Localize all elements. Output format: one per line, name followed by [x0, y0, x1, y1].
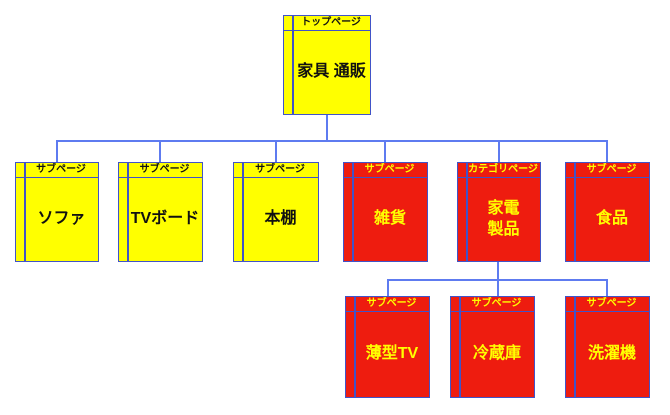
page-title-label: 洗濯機	[587, 345, 636, 363]
connector-line-stub	[498, 141, 500, 162]
node-sub-tv-board: サブページ TVボード	[118, 162, 203, 262]
page-spine-line	[574, 297, 576, 397]
page-type-tab: サブページ	[119, 163, 202, 178]
connector-line-stub	[56, 141, 58, 162]
connector-line-level2-bus	[56, 140, 608, 142]
page-type-tab: サブページ	[566, 297, 649, 312]
page-title-label: ソファ	[37, 210, 86, 228]
connector-line-stub	[159, 141, 161, 162]
node-sub-sofa: サブページ ソファ	[15, 162, 99, 262]
connector-line-stub	[606, 141, 608, 162]
node-sub-refrigerator: サブページ 冷蔵庫	[450, 296, 535, 398]
page-title-label: 家具 通販	[297, 63, 366, 81]
node-category-appliances: カテゴリページ 家電 製品	[457, 162, 541, 262]
page-spine-line	[127, 163, 129, 261]
page-title-label: 冷蔵庫	[472, 345, 521, 363]
page-type-tab: サブページ	[234, 163, 318, 178]
page-title-label: TVボード	[130, 210, 200, 228]
page-title-label: 雑貨	[373, 210, 406, 228]
page-type-tab: サブページ	[346, 297, 429, 312]
page-type-tab: サブページ	[451, 297, 534, 312]
page-spine-line	[466, 163, 468, 261]
page-type-tab: サブページ	[16, 163, 98, 178]
page-type-tab: トップページ	[284, 16, 370, 31]
page-spine-line	[352, 163, 354, 261]
page-spine-line	[292, 16, 294, 114]
page-type-tab: サブページ	[344, 163, 427, 178]
page-title-label: 薄型TV	[365, 345, 419, 363]
page-title-label: 家電 製品	[487, 199, 520, 238]
connector-line-root-down	[326, 115, 328, 142]
page-type-tab: サブページ	[566, 163, 649, 178]
node-sub-bookshelf: サブページ 本棚	[233, 162, 319, 262]
node-sub-washing-machine: サブページ 洗濯機	[565, 296, 650, 398]
connector-line-stub	[275, 141, 277, 162]
node-top-page: トップページ 家具 通販	[283, 15, 371, 115]
page-title-label: 本棚	[264, 210, 297, 228]
page-spine-line	[459, 297, 461, 397]
page-spine-line	[24, 163, 26, 261]
node-sub-food: サブページ 食品	[565, 162, 650, 262]
page-spine-line	[242, 163, 244, 261]
connector-line-level3-bus	[387, 279, 608, 281]
page-spine-line	[574, 163, 576, 261]
page-type-tab: カテゴリページ	[458, 163, 540, 178]
connector-line-stub	[387, 280, 389, 297]
page-title-label: 食品	[595, 210, 628, 228]
node-sub-flat-tv: サブページ 薄型TV	[345, 296, 430, 398]
node-sub-goods: サブページ 雑貨	[343, 162, 428, 262]
page-spine-line	[354, 297, 356, 397]
connector-line-stub	[384, 141, 386, 162]
connector-line-stub	[606, 280, 608, 297]
